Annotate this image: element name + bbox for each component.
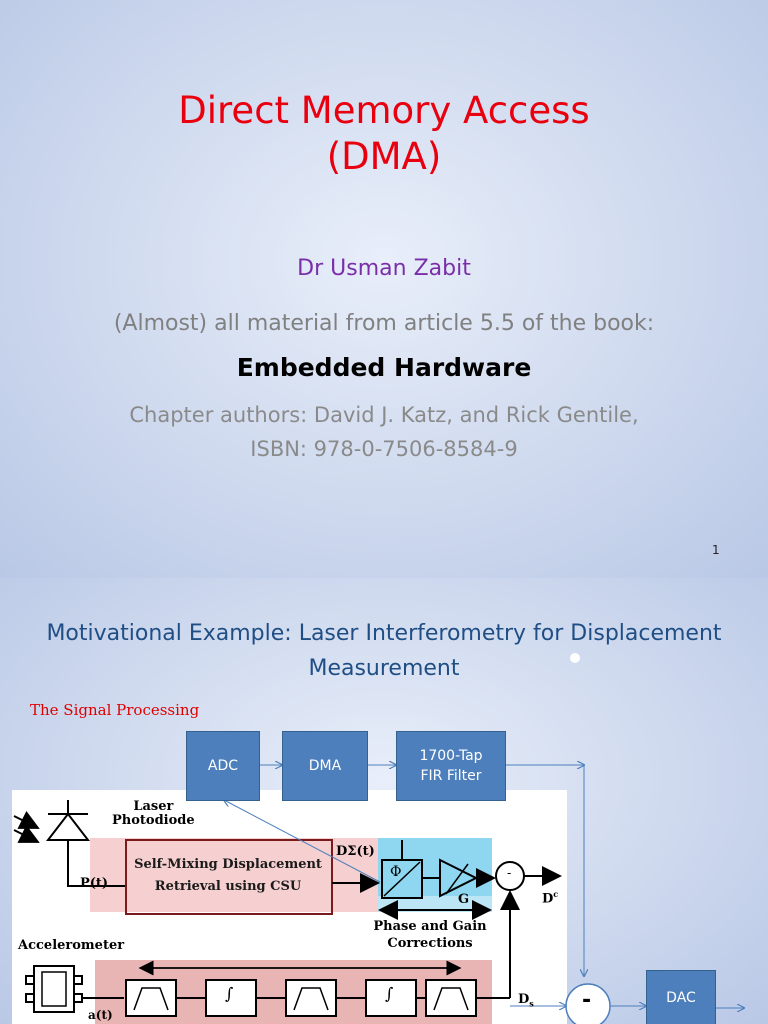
title-slide: Direct Memory Access (DMA) Dr Usman Zabi…	[0, 0, 768, 578]
pointer-dot	[570, 653, 580, 663]
slide-title: Direct Memory Access (DMA)	[0, 88, 768, 180]
csu-region	[90, 838, 378, 912]
title-line-1: Motivational Example: Laser Interferomet…	[46, 621, 722, 646]
title-line-1: Direct Memory Access	[178, 89, 590, 132]
bandpass-filter-2	[285, 979, 337, 1017]
csu-line-1: Self-Mixing Displacement	[134, 857, 322, 872]
signal-processing-label: The Signal Processing	[30, 701, 200, 719]
dma-label: DMA	[308, 758, 342, 774]
fir-label-line-1: 1700-Tap	[419, 748, 483, 764]
slide-title: Motivational Example: Laser Interferomet…	[0, 616, 768, 686]
bandpass-filter-1	[125, 979, 177, 1017]
g-label: G	[458, 892, 470, 907]
accelerometer-label: Accelerometer	[18, 938, 125, 953]
dsigma-label: DΣ(t)	[336, 844, 375, 859]
isbn: ISBN: 978-0-7506-8584-9	[250, 437, 518, 461]
fir-label-line-2: FIR Filter	[420, 768, 482, 784]
csu-line-2: Retrieval using CSU	[154, 879, 302, 894]
book-title: Embedded Hardware	[236, 353, 532, 382]
dac-label: DAC	[666, 990, 696, 1006]
pt-label: P(t)	[80, 876, 109, 891]
adc-block: ADC	[186, 731, 260, 801]
dc-label: Dc	[542, 889, 559, 907]
integrator-1	[205, 979, 257, 1017]
bandpass-filter-3	[425, 979, 477, 1017]
subtraction-node	[565, 983, 611, 1024]
content-slide: Motivational Example: Laser Interferomet…	[0, 578, 768, 1024]
phase-gain-line-2: Corrections	[387, 936, 473, 951]
integral-1: ∫	[225, 984, 234, 1003]
photodiode-label: Photodiode	[112, 813, 195, 828]
title-line-2: (DMA)	[326, 135, 442, 178]
title-line-2: Measurement	[308, 656, 460, 681]
phi-label: Φ	[390, 864, 402, 880]
accelerometer-icon	[25, 965, 83, 1013]
author-name: Dr Usman Zabit	[297, 256, 471, 281]
signal-diagram	[13, 578, 768, 1024]
subtraction-minus: -	[582, 988, 592, 1013]
fir-filter-block: 1700-Tap FIR Filter	[396, 731, 506, 801]
phase-gain-caption: Phase and Gain Corrections	[368, 918, 492, 952]
page-number: 1	[712, 543, 720, 557]
material-note: (Almost) all material from article 5.5 o…	[113, 311, 655, 336]
phase-gain-line-1: Phase and Gain	[373, 919, 487, 934]
integral-2: ∫	[385, 984, 394, 1003]
chapter-info: Chapter authors: David J. Katz, and Rick…	[0, 398, 768, 466]
ds-label: Ds	[518, 992, 534, 1009]
photodiode-icon	[13, 800, 126, 887]
chapter-authors: Chapter authors: David J. Katz, and Rick…	[129, 403, 639, 427]
filter-chain	[125, 979, 510, 1017]
dma-block: DMA	[282, 731, 368, 801]
integrator-2	[365, 979, 417, 1017]
adc-label: ADC	[207, 758, 239, 774]
laser-label: Laser	[133, 799, 174, 814]
dac-block: DAC	[646, 970, 716, 1024]
photodiode-caption: Laser Photodiode	[112, 800, 195, 828]
csu-block	[125, 839, 333, 915]
summing-minus: -	[507, 866, 512, 880]
acc-label: a(t)	[88, 1008, 113, 1022]
csu-caption: Self-Mixing Displacement Retrieval using…	[130, 854, 326, 898]
